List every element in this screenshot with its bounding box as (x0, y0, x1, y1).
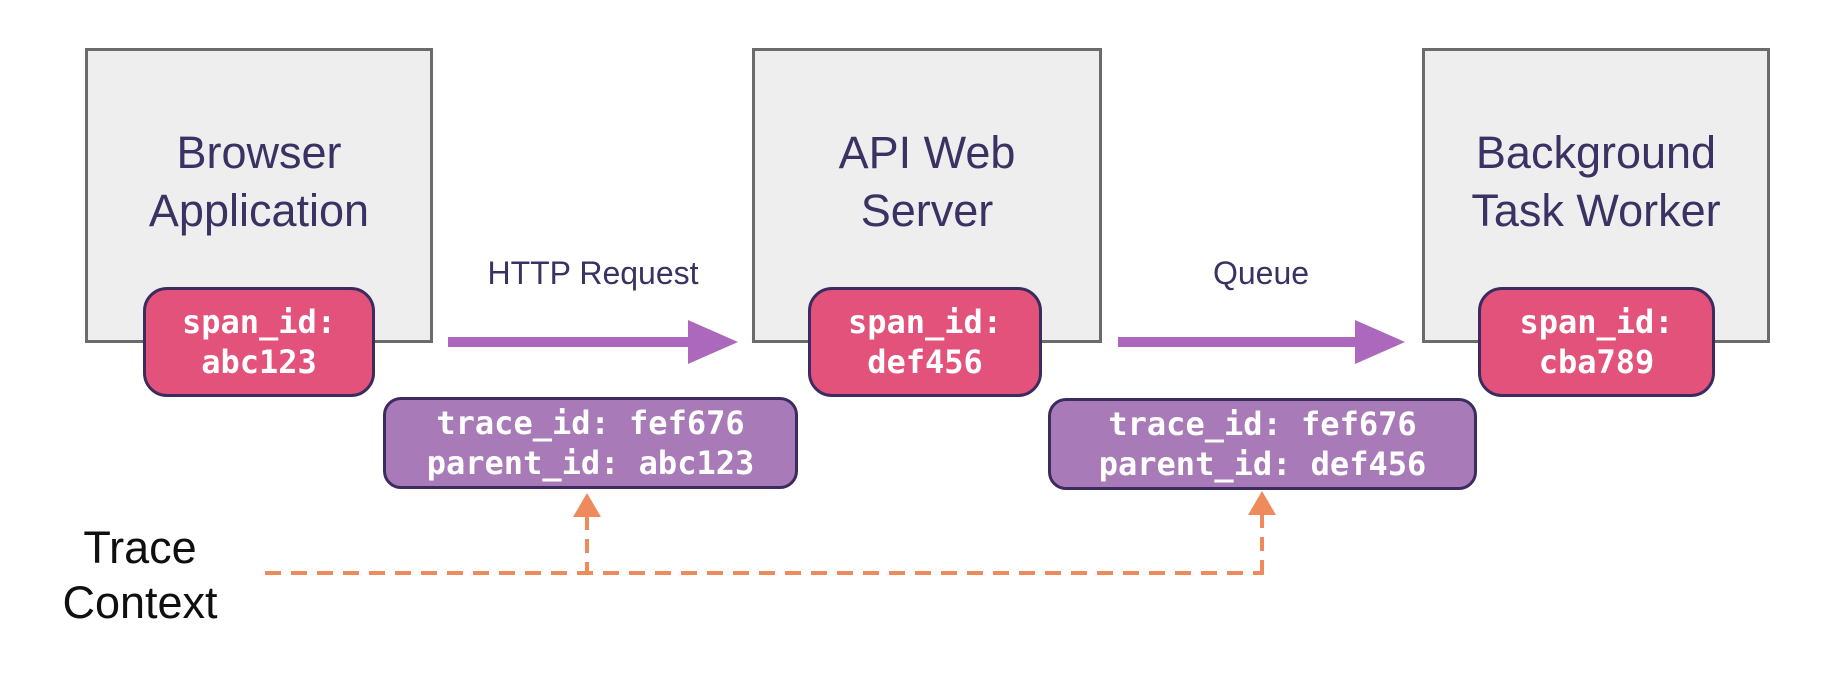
dashed-arrowhead-icon (1248, 491, 1276, 515)
span-id-badge-abc123: span_id: abc123 (143, 287, 375, 397)
arrow-head-icon (688, 320, 738, 364)
arrow-head-icon (1355, 320, 1405, 364)
badge-line: trace_id: fef676 (436, 404, 745, 442)
node-title-line: Background (1475, 126, 1717, 178)
trace-context-dashed-branch (1260, 514, 1264, 573)
node-title-line: API Web (838, 126, 1016, 178)
node-title: API Web Server (839, 124, 1016, 240)
trace-context-dashed-branch (585, 516, 589, 573)
trace-context-badge-abc123: trace_id: fef676 parent_id: abc123 (383, 397, 798, 489)
badge-line: span_id: (181, 303, 337, 341)
node-title-line: Browser (176, 126, 342, 178)
node-title: Browser Application (149, 124, 369, 240)
trace-context-label-line: Context (62, 577, 218, 628)
node-title-line: Task Worker (1471, 184, 1721, 236)
badge-line: def456 (867, 343, 983, 381)
node-title-line: Application (148, 184, 370, 236)
trace-context-label-line: Trace (83, 522, 197, 573)
badge-line: span_id: (847, 303, 1003, 341)
badge-line: parent_id: def456 (1098, 445, 1427, 483)
badge-line: trace_id: fef676 (1108, 405, 1417, 443)
span-id-badge-cba789: span_id: cba789 (1478, 287, 1715, 397)
trace-context-label: Trace Context (20, 520, 260, 630)
queue-label: Queue (1212, 255, 1310, 291)
badge-line: cba789 (1538, 343, 1655, 381)
queue-arrow (1118, 337, 1355, 347)
badge-line: span_id: (1519, 303, 1674, 341)
badge-line: parent_id: abc123 (426, 444, 755, 482)
badge-line: abc123 (201, 343, 317, 381)
dashed-arrowhead-icon (573, 493, 601, 517)
node-title-line: Server (860, 184, 994, 236)
trace-context-badge-def456: trace_id: fef676 parent_id: def456 (1048, 398, 1477, 490)
http-request-arrow (448, 337, 690, 347)
node-title: Background Task Worker (1471, 124, 1720, 240)
span-id-badge-def456: span_id: def456 (808, 287, 1042, 397)
trace-context-dashed-line (265, 571, 1264, 575)
http-request-label: HTTP Request (487, 255, 699, 291)
